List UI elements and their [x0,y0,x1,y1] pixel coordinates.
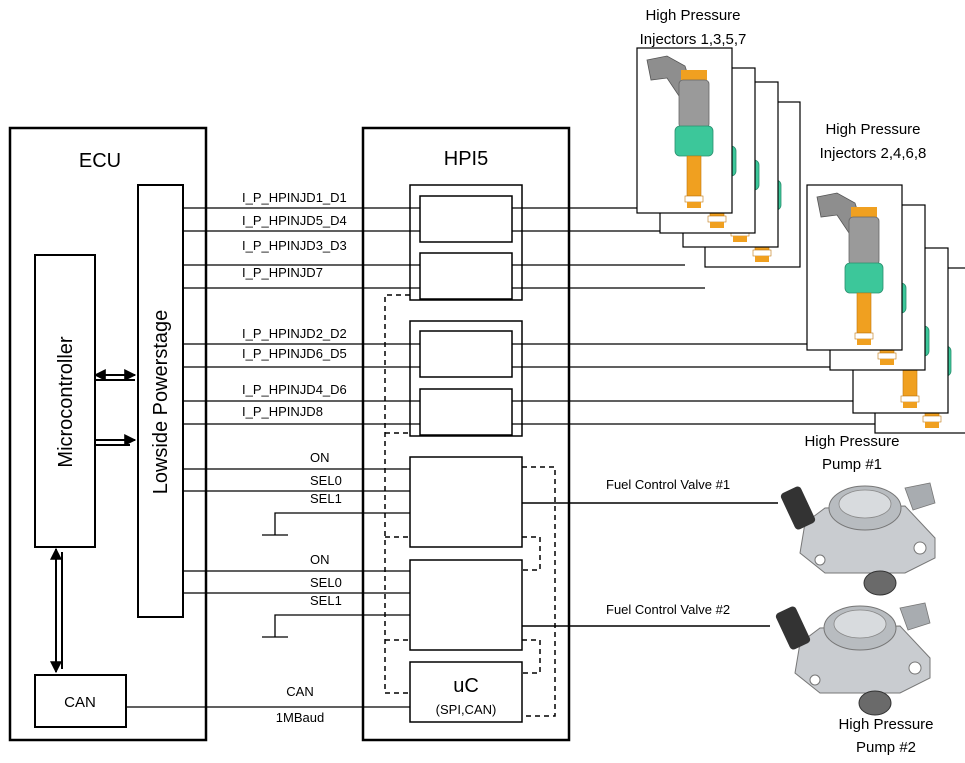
pump1-sel1-label: SEL1 [310,491,342,506]
injectors-a-line1: High Pressure [645,7,740,24]
injectors-b-line1: High Pressure [825,121,920,138]
injector-driver-group-2 [409,320,523,437]
signal-label-inj8: I_P_HPINJD8 [242,404,323,419]
signal-label-inj2: I_P_HPINJD2_D2 [242,326,347,341]
hpi5-box [361,126,571,742]
injector-driver-1a [419,195,513,243]
pump-driver-1 [409,456,523,548]
signal-label-inj3: I_P_HPINJD3_D3 [242,238,347,253]
injector-image [806,184,903,351]
microcontroller-label: Microcontroller [55,336,77,467]
injector-image [636,47,733,214]
pump-driver-2 [409,559,523,651]
can-baud-label: 1MBaud [276,710,324,725]
mcu-powerstage-arrow [95,434,137,446]
hpi5-title: HPI5 [444,148,488,170]
injector-driver-group-1 [409,184,523,301]
mcu-powerstage-bidir-arrow [93,369,137,381]
ecu-can-box [34,674,127,728]
injector-driver-2a [419,330,513,378]
injectors-b-line2: Injectors 2,4,6,8 [820,145,927,162]
signal-label-inj1: I_P_HPINJD1_D1 [242,190,347,205]
pump1-control-lines [183,468,410,536]
injector-signal-lines [183,207,420,425]
injector-driver-1b [419,252,513,300]
pump1-line1: High Pressure [804,433,899,450]
hpi5-uc-title: uC [453,675,479,697]
signal-label-inj4: I_P_HPINJD4_D6 [242,382,347,397]
injector-output-lines [512,207,875,425]
pump1-on-label: ON [310,450,330,465]
powerstage-box [137,184,184,618]
injector-driver-2b [419,388,513,436]
pump2-line1: High Pressure [838,716,933,733]
pump2-line2: Pump #2 [856,739,916,756]
injectors-a-line2: Injectors 1,3,5,7 [640,31,747,48]
ecu-box [8,126,208,742]
injector-stack-a [636,47,801,268]
pump2-sel0-label: SEL0 [310,575,342,590]
pump-2-image [774,602,931,716]
fuel-control-valve-1-label: Fuel Control Valve #1 [606,477,730,492]
pump1-sel0-label: SEL0 [310,473,342,488]
signal-label-inj5: I_P_HPINJD5_D4 [242,213,347,228]
pump2-control-lines [183,570,410,638]
mcu-can-bidir-arrow [50,547,63,674]
hpi5-uc-box [409,661,523,723]
ecu-title: ECU [79,150,121,172]
signal-label-inj7: I_P_HPINJD7 [242,265,323,280]
internal-bus-dashed [384,294,556,717]
injector-stack-b [806,184,965,434]
fuel-control-valve-2-label: Fuel Control Valve #2 [606,602,730,617]
pump-1-image [779,482,936,596]
hpi5-uc-subtitle: (SPI,CAN) [436,702,497,717]
microcontroller-box [34,254,96,548]
ecu-can-label: CAN [64,694,96,711]
pump1-line2: Pump #1 [822,456,882,473]
powerstage-label: Lowside Powerstage [150,310,172,495]
pump2-sel1-label: SEL1 [310,593,342,608]
can-bus-label: CAN [286,684,313,699]
pump2-on-label: ON [310,552,330,567]
signal-label-inj6: I_P_HPINJD6_D5 [242,346,347,361]
